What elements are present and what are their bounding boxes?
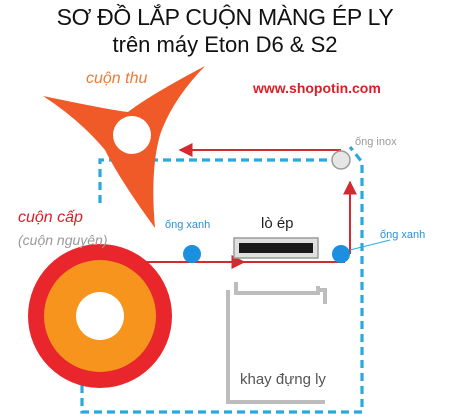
- blue-tube-left: [183, 245, 201, 263]
- sealing-unit-label: lò ép: [261, 215, 294, 232]
- website-link[interactable]: www.shopotin.com: [253, 80, 381, 96]
- diagram-title: SƠ ĐỒ LẮP CUỘN MÀNG ÉP LY: [56, 4, 394, 30]
- supply-roll-label: cuộn cấp: [18, 209, 83, 226]
- blue-tube-callout: [349, 239, 391, 251]
- sealing-unit: [233, 237, 319, 259]
- take-up-roll-label: cuộn thu: [86, 70, 148, 87]
- inox-tube-label: ống inox: [355, 136, 397, 148]
- blue-tube-right-label: ống xanh: [380, 229, 426, 241]
- machine-frame-outline: [80, 146, 364, 414]
- diagram-subtitle: trên máy Eton D6 & S2: [112, 32, 338, 57]
- inox-tube: [331, 150, 351, 170]
- blue-tube-right: [332, 245, 350, 263]
- supply-roll: [28, 244, 172, 388]
- cup-tray: [226, 282, 327, 404]
- cup-tray-label: khay đựng ly: [240, 371, 326, 388]
- blue-tube-left-label: ống xanh: [165, 219, 211, 231]
- supply-roll-note: (cuộn nguyên): [18, 232, 108, 248]
- take-up-roll: [43, 66, 205, 228]
